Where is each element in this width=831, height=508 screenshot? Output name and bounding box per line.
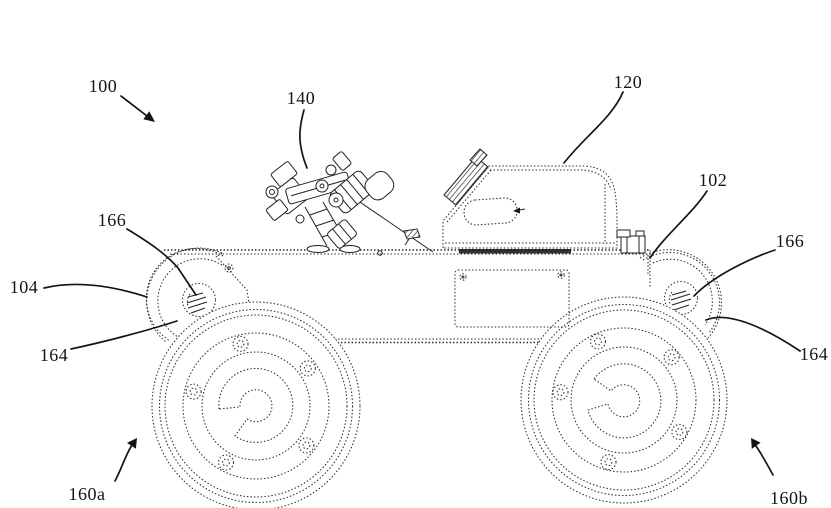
ref-label-160a: 160a — [69, 484, 106, 504]
leader-166-left — [126, 228, 197, 296]
wheel-rear — [520, 296, 728, 504]
side-panel — [454, 269, 570, 328]
leader-lines — [43, 91, 801, 482]
rod-marker — [403, 228, 421, 240]
ref-label-164-right: 164 — [800, 344, 829, 364]
arm-foot-cylinder — [327, 219, 357, 249]
top-enclosure — [442, 148, 646, 254]
leader-102 — [649, 190, 708, 259]
ref-label-102: 102 — [699, 170, 728, 190]
leader-100 — [120, 95, 148, 117]
leader-160b — [755, 445, 774, 476]
hub-bolts — [185, 335, 316, 471]
hub-bolts — [552, 333, 688, 471]
ref-label-160b: 160b — [770, 488, 808, 508]
leader-164-right — [705, 316, 801, 352]
ref-label-166-left: 166 — [98, 210, 127, 230]
ref-label-164-left: 164 — [40, 345, 69, 365]
enclosure-shadow — [459, 249, 571, 254]
hub-horseshoe — [587, 363, 662, 439]
leader-104 — [43, 283, 148, 298]
front-fender — [145, 247, 251, 343]
headlight-right — [663, 280, 699, 316]
rear-fender — [639, 249, 722, 339]
ref-label-166-right: 166 — [776, 231, 805, 251]
front-sensor — [443, 148, 489, 206]
leader-140 — [299, 109, 308, 169]
leader-164-left — [70, 320, 178, 350]
ref-label-104: 104 — [10, 277, 39, 297]
ref-label-120: 120 — [614, 72, 643, 92]
arm-foot — [339, 245, 361, 253]
arm-assembly — [265, 151, 434, 256]
leader-166-right — [693, 249, 776, 297]
headlight-left — [181, 282, 217, 318]
arm-effector — [364, 170, 395, 201]
ref-label-100: 100 — [89, 76, 118, 96]
leader-160a — [114, 444, 133, 482]
rear-connector — [616, 229, 646, 254]
wheel-front — [151, 301, 361, 508]
leader-120 — [563, 91, 624, 164]
fender-screw — [224, 263, 234, 273]
arm-foot — [306, 245, 330, 253]
ref-label-140: 140 — [287, 88, 316, 108]
side-recess — [463, 197, 518, 226]
